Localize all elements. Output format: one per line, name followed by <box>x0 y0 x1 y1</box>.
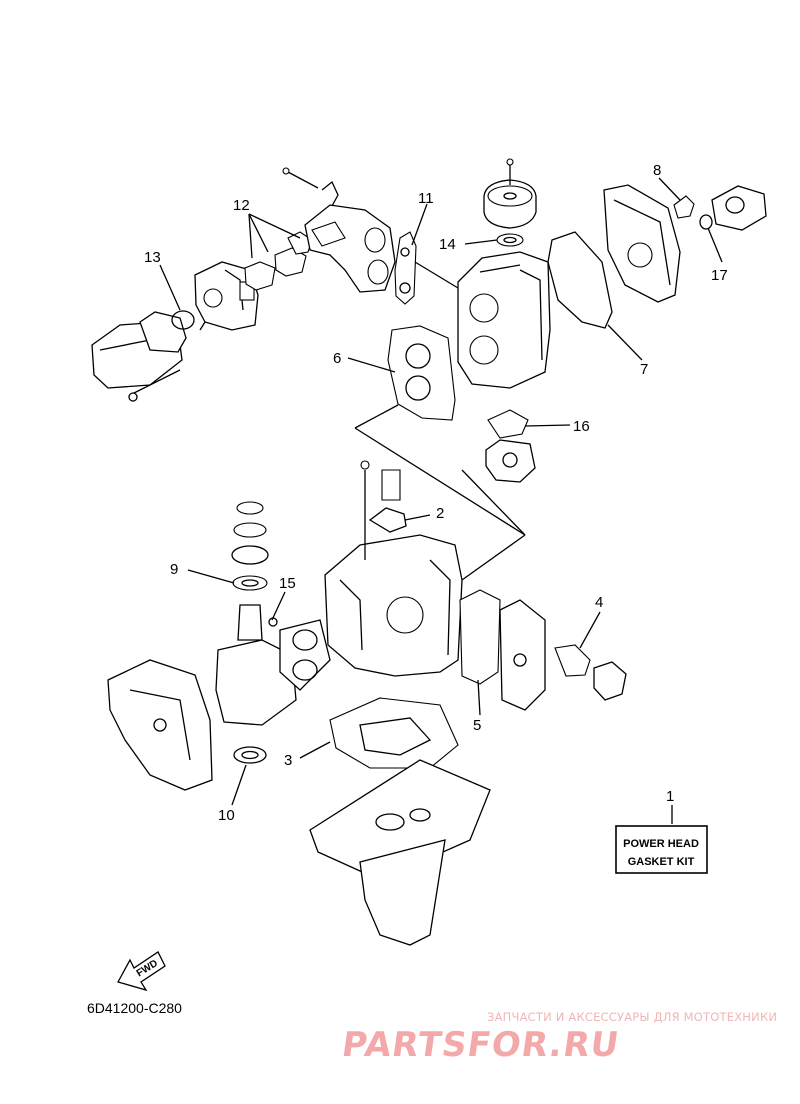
callout-2: 2 <box>436 505 444 522</box>
base-gasket-3 <box>329 697 459 769</box>
gasket-2 <box>368 507 407 533</box>
diagram-code: 6D41200-C280 <box>87 1000 182 1016</box>
head-cover <box>603 184 681 303</box>
cylinder-block <box>324 460 463 677</box>
kit-box-line2: GASKET KIT <box>628 856 695 868</box>
callout-11: 11 <box>418 190 434 207</box>
callout-4: 4 <box>595 594 603 611</box>
gasket-kit-box: POWER HEAD GASKET KIT <box>615 825 708 874</box>
callout-14: 14 <box>439 236 456 253</box>
callout-8: 8 <box>653 162 661 179</box>
callout-16: 16 <box>573 418 590 435</box>
callout-13: 13 <box>144 249 161 266</box>
exhaust-cover <box>459 589 546 711</box>
callout-17: 17 <box>711 267 728 284</box>
callout-7: 7 <box>640 361 648 378</box>
head-gasket-6 <box>387 325 456 421</box>
manifold-gasket-11 <box>394 231 417 305</box>
thermostat-cover <box>711 185 767 231</box>
cam-pulley <box>483 158 537 229</box>
carburetor-gaskets <box>244 231 313 291</box>
thermostat-4 <box>554 644 627 701</box>
callout-labels: 1 2 3 4 5 6 7 8 9 10 11 12 13 14 15 16 1… <box>144 162 728 824</box>
o-ring-13 <box>171 310 195 330</box>
callout-10: 10 <box>218 807 235 824</box>
callout-6: 6 <box>333 350 341 367</box>
callout-3: 3 <box>284 752 292 769</box>
callout-9: 9 <box>170 561 178 578</box>
callout-5: 5 <box>473 717 481 734</box>
callout-15: 15 <box>279 575 296 592</box>
crankshaft <box>215 604 331 764</box>
gasket-17 <box>699 214 713 230</box>
watermark: ЗАПЧАСТИ И АКСЕССУАРЫ ДЛЯ МОТОТЕХНИКИ PA… <box>339 1010 777 1065</box>
carburetor <box>194 261 259 331</box>
watermark-logo: PARTSFOR.RU <box>339 1025 622 1065</box>
crankcase-half <box>107 659 213 791</box>
oil-pump <box>485 409 536 483</box>
leader-lines <box>159 177 723 824</box>
forward-direction-arrow: FWD <box>117 951 166 992</box>
thermostat-8 <box>673 195 695 219</box>
intake-manifold <box>282 167 396 293</box>
intake-silencer <box>91 311 187 402</box>
kit-box-line1: POWER HEAD <box>623 838 699 850</box>
callout-1: 1 <box>666 788 674 805</box>
head-cover-gasket-7 <box>547 231 613 329</box>
cylinder-head <box>457 251 551 389</box>
callout-12: 12 <box>233 197 250 214</box>
bearing-stack <box>231 501 269 591</box>
oil-seal-14 <box>496 233 524 247</box>
lower-casing <box>309 759 491 946</box>
watermark-tagline: ЗАПЧАСТИ И АКСЕССУАРЫ ДЛЯ МОТОТЕХНИКИ <box>487 1010 777 1024</box>
